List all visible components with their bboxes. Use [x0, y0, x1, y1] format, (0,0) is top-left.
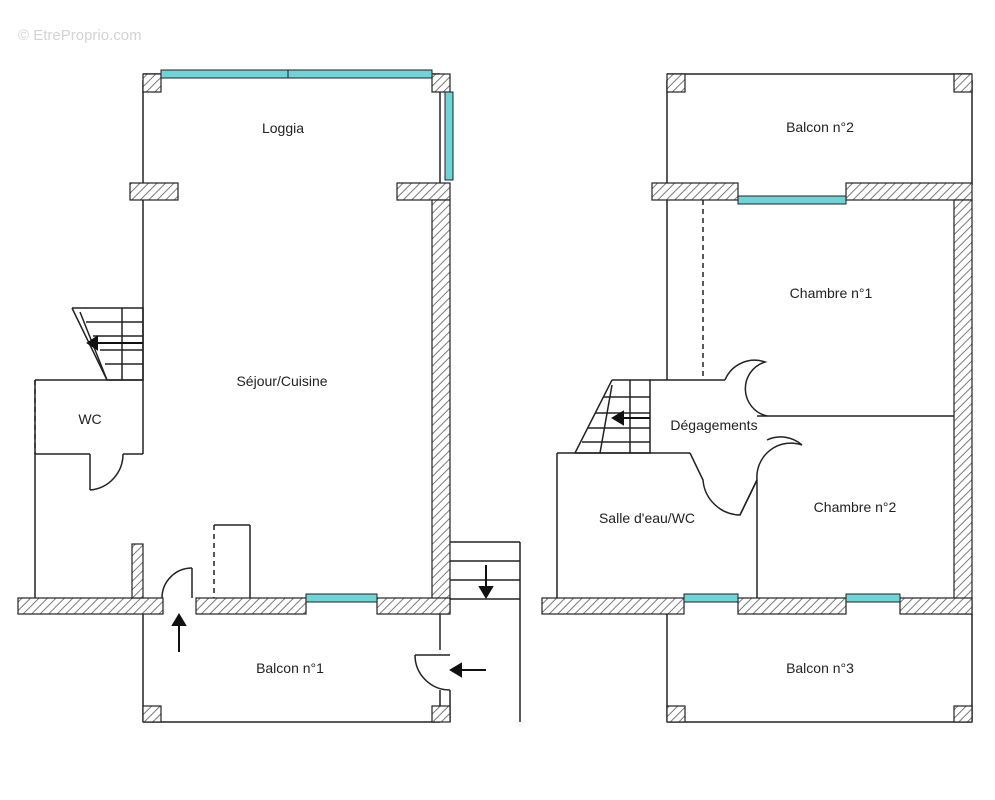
- right-level-arrows: [611, 410, 650, 426]
- right-level-walls: [541, 73, 973, 723]
- room-label-loggia: Loggia: [262, 120, 304, 136]
- room-label-balcon1: Balcon n°1: [256, 660, 324, 676]
- left-level-windows: [160, 69, 454, 603]
- right-level-windows: [683, 195, 901, 603]
- left-level-arrows: [86, 335, 494, 678]
- right-level: [556, 73, 973, 723]
- room-label-degagements: Dégagements: [670, 417, 757, 433]
- room-label-salle-eau: Salle d'eau/WC: [599, 510, 695, 526]
- room-label-chambre2: Chambre n°2: [814, 499, 897, 515]
- room-label-balcon2: Balcon n°2: [786, 119, 854, 135]
- left-level-walls: [17, 73, 451, 723]
- room-label-sejour: Séjour/Cuisine: [236, 373, 327, 389]
- room-label-balcon3: Balcon n°3: [786, 660, 854, 676]
- room-label-chambre1: Chambre n°1: [790, 285, 873, 301]
- left-level: [34, 73, 521, 723]
- watermark: © EtreProprio.com: [18, 27, 142, 44]
- room-label-wc: WC: [78, 411, 101, 427]
